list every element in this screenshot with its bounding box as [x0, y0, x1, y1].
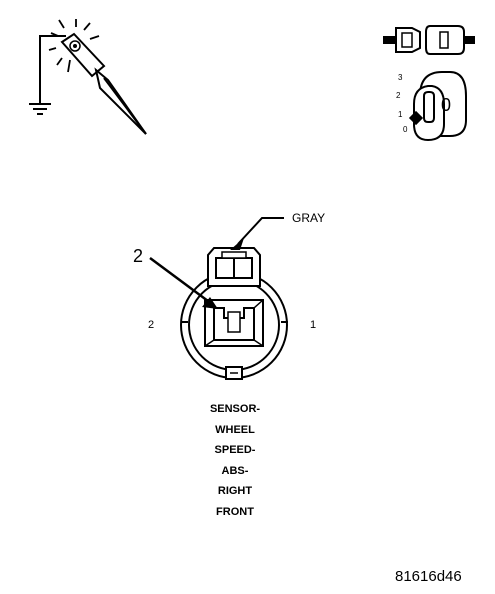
ignition-position-1: 1 [398, 110, 403, 119]
sensor-connector [180, 247, 288, 380]
wire-color-leader [230, 217, 284, 250]
connector-title-line: ABS- [221, 464, 249, 477]
connector-title-line: FRONT [216, 505, 254, 518]
connector-title: SENSOR- WHEEL SPEED- ABS- RIGHT FRONT [190, 399, 280, 522]
connector-title-line: SENSOR- [209, 403, 261, 415]
connector-title-line: SPEED- [214, 444, 256, 456]
test-light-probe-icon [39, 19, 147, 135]
pin-label-1: 1 [310, 319, 317, 331]
ignition-position-0: 0 [403, 125, 408, 134]
ignition-switch-icon [408, 71, 467, 142]
wire-color-label: GRAY [292, 211, 326, 225]
callout-number: 2 [133, 246, 144, 266]
ignition-key-label: 0 [441, 95, 452, 115]
pin-label-2: 2 [148, 319, 155, 331]
ignition-position-2: 2 [396, 91, 401, 100]
connector-disconnected-icon [383, 25, 475, 55]
connector-title-line: RIGHT [217, 485, 253, 497]
ground-symbol-icon [29, 103, 51, 115]
ignition-position-3: 3 [398, 73, 403, 82]
connector-title-line: WHEEL [215, 423, 255, 436]
figure-id: 81616d46 [395, 568, 462, 585]
callout-arrow [149, 256, 218, 309]
